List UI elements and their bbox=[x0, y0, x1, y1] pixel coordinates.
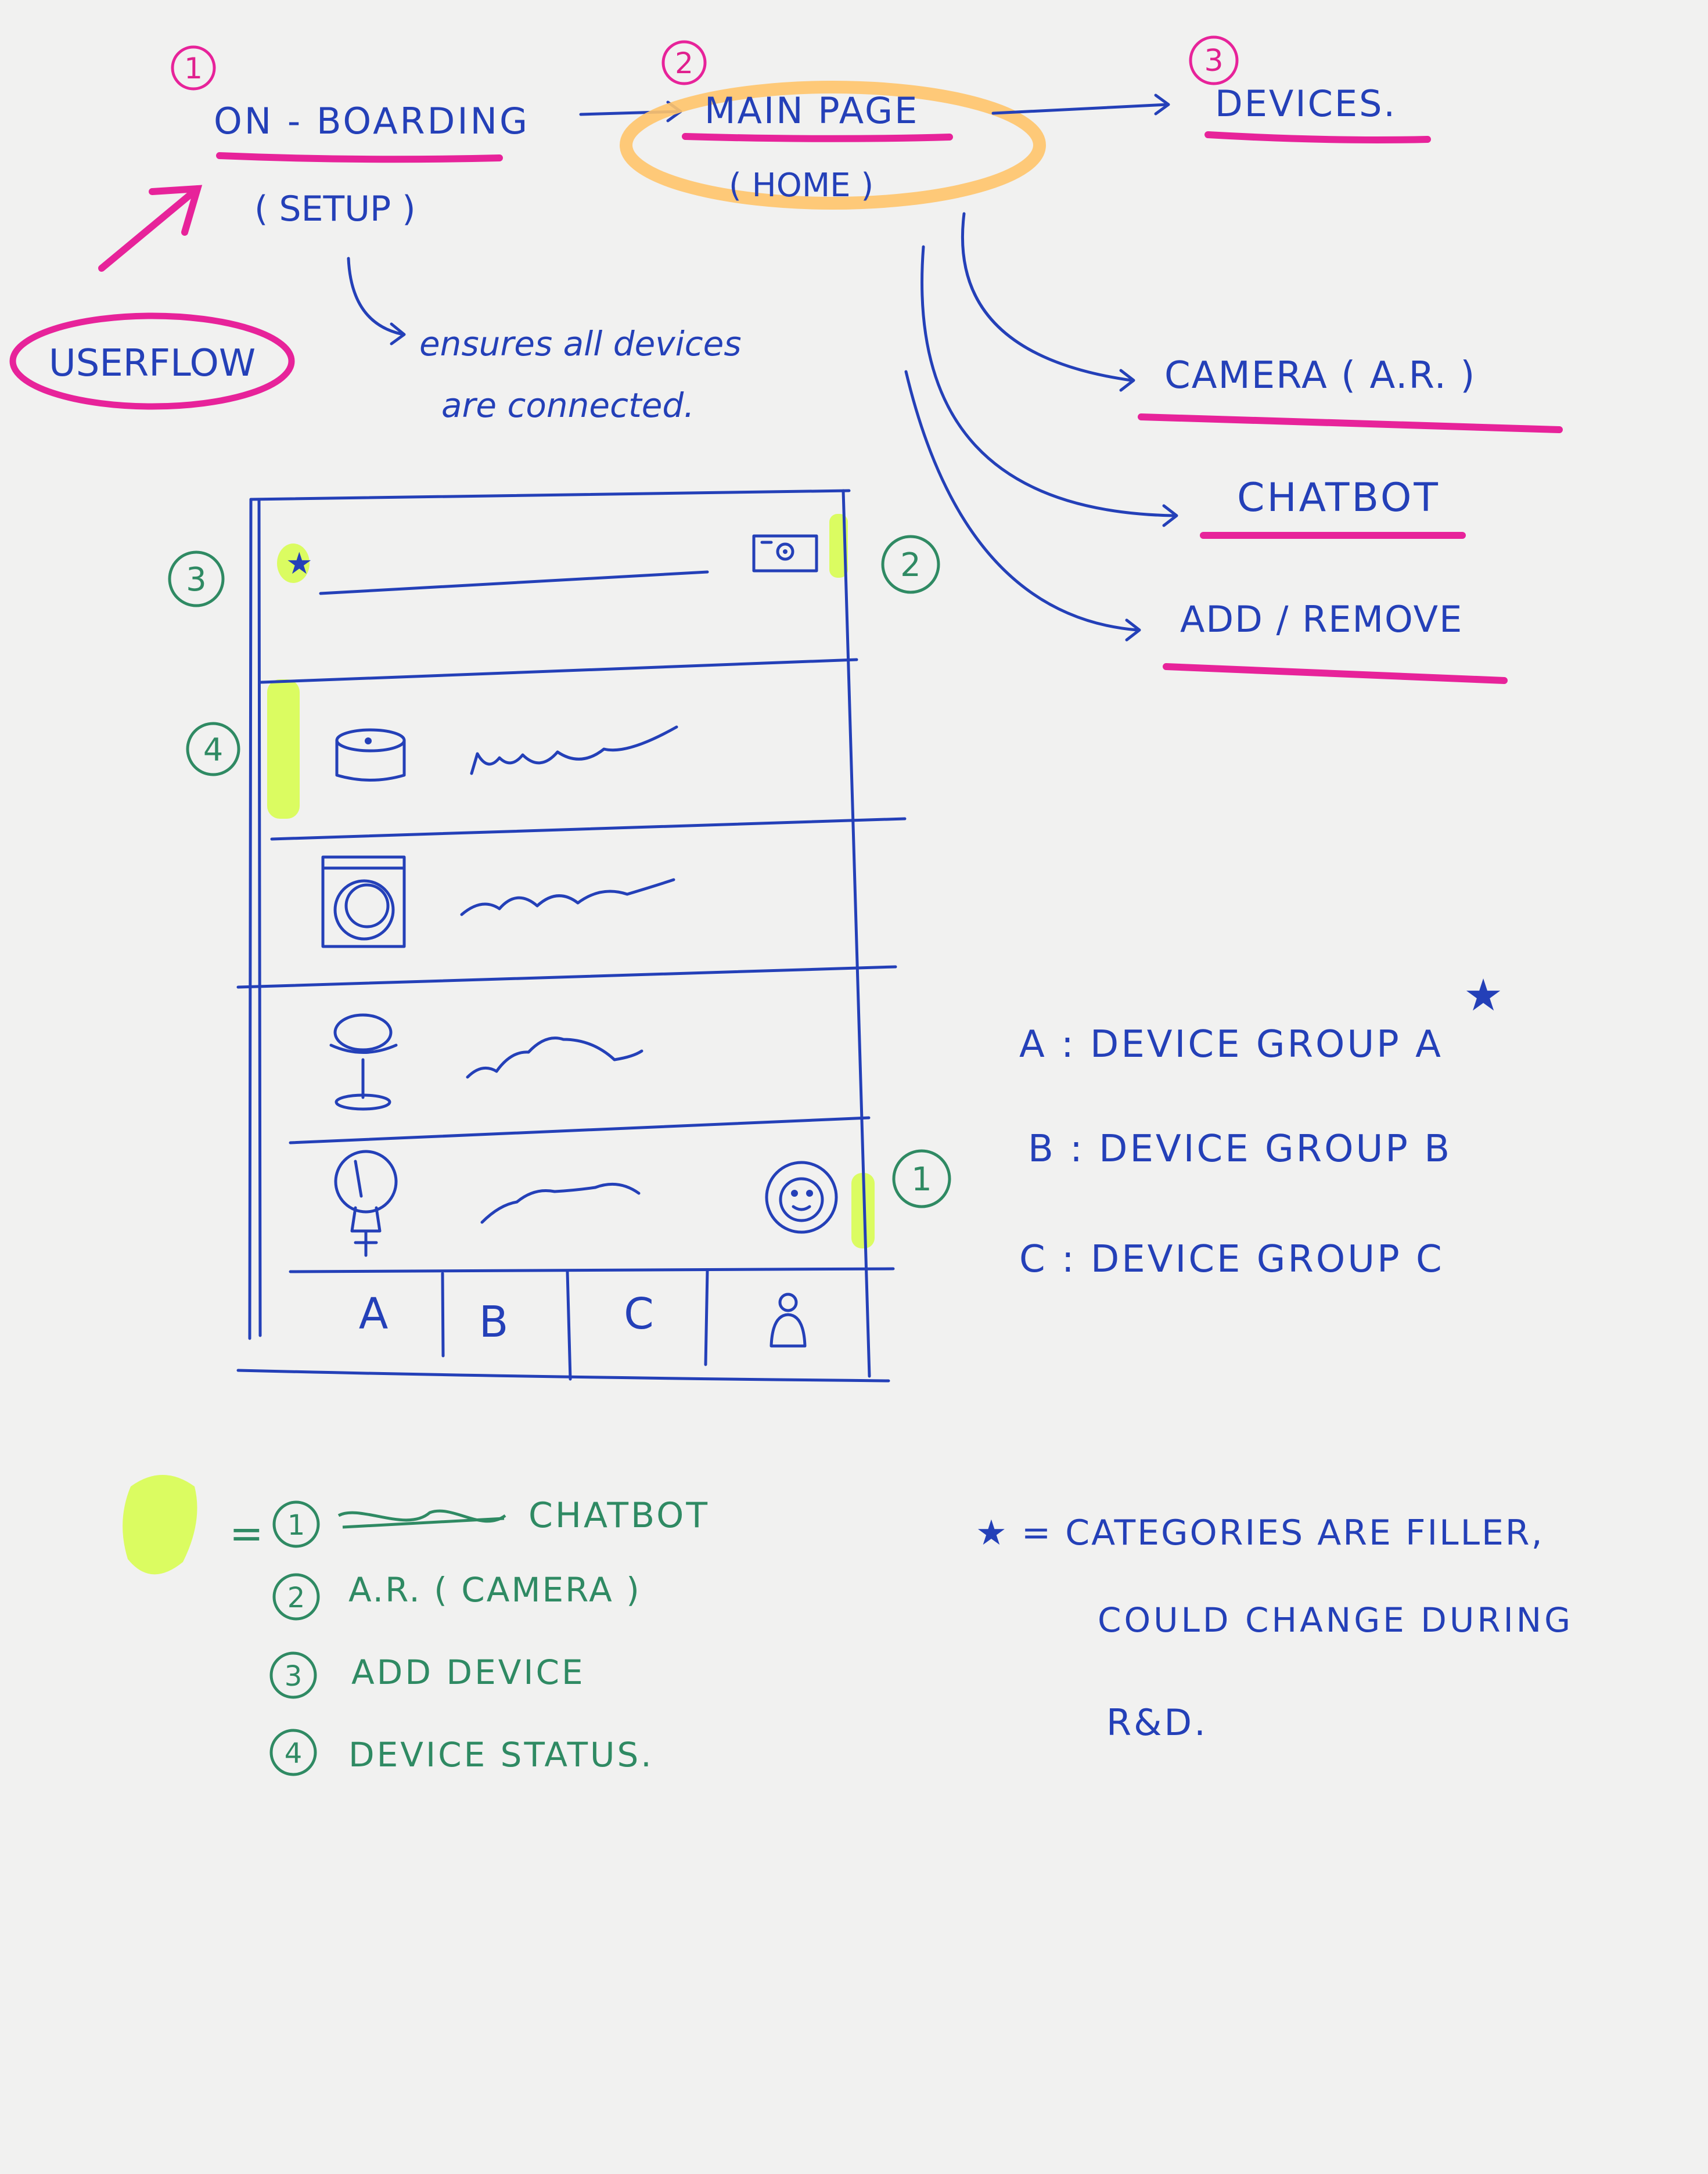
device-status-squiggle bbox=[462, 880, 674, 915]
group-c-line: C : DEVICE GROUP C bbox=[1019, 1238, 1444, 1281]
legend-num-2: 2 bbox=[287, 1582, 305, 1614]
step2-number: 2 bbox=[675, 46, 693, 80]
note-line1: ★ = CATEGORIES ARE FILLER, bbox=[976, 1513, 1544, 1553]
step1-title: ON - BOARDING bbox=[214, 100, 530, 142]
tab-profile-icon[interactable] bbox=[771, 1294, 805, 1346]
device-row[interactable] bbox=[331, 1015, 642, 1109]
phone-wireframe: ★ bbox=[170, 491, 950, 1381]
callout-1: 1 bbox=[911, 1161, 932, 1198]
washing-machine-icon bbox=[323, 857, 404, 946]
step2-subtitle: ( HOME ) bbox=[729, 167, 873, 204]
device-row[interactable] bbox=[323, 857, 674, 946]
branch-add-remove: ADD / REMOVE bbox=[1180, 598, 1463, 640]
group-b-line: B : DEVICE GROUP B bbox=[1028, 1128, 1452, 1171]
filler-note: ★ = CATEGORIES ARE FILLER, COULD CHANGE … bbox=[976, 1513, 1573, 1744]
device-status-squiggle bbox=[472, 727, 677, 773]
ensures-line1: ensures all devices bbox=[419, 324, 742, 363]
lamp-icon bbox=[331, 1015, 396, 1109]
legend-num-4: 4 bbox=[285, 1737, 303, 1770]
ensures-line2: are connected. bbox=[441, 386, 695, 425]
device-row[interactable] bbox=[336, 1151, 836, 1255]
filler-star: ★ bbox=[1464, 969, 1503, 1021]
legend-num-3: 3 bbox=[285, 1660, 303, 1693]
userflow-label: USERFLOW bbox=[49, 342, 256, 385]
device-status-squiggle bbox=[468, 1038, 642, 1077]
device-group-key: A : DEVICE GROUP A ★ B : DEVICE GROUP B … bbox=[1019, 969, 1503, 1281]
tab-group-c[interactable]: C bbox=[624, 1289, 654, 1339]
legend-num-1: 1 bbox=[287, 1509, 305, 1542]
step1-number: 1 bbox=[184, 52, 203, 85]
light-bulb-icon bbox=[336, 1151, 396, 1255]
branch-camera: CAMERA ( A.R. ) bbox=[1164, 354, 1476, 397]
note-line2: COULD CHANGE DURING bbox=[1098, 1600, 1573, 1640]
step1-subtitle: ( SETUP ) bbox=[254, 189, 416, 229]
branch-chatbot: CHATBOT bbox=[1237, 475, 1440, 521]
callout-4: 4 bbox=[203, 732, 223, 768]
legend-text-2: A.R. ( CAMERA ) bbox=[348, 1570, 641, 1610]
group-a-line: A : DEVICE GROUP A bbox=[1019, 1023, 1443, 1066]
step3-number: 3 bbox=[1204, 44, 1223, 78]
highlight-legend: = 1 CHATBOT 2 A.R. ( CAMERA ) 3 ADD DEVI… bbox=[123, 1475, 710, 1775]
header-camera-icon[interactable] bbox=[754, 536, 817, 571]
legend-text-4: DEVICE STATUS. bbox=[348, 1735, 654, 1775]
header-star-add[interactable]: ★ bbox=[286, 546, 313, 581]
tab-group-b[interactable]: B bbox=[479, 1297, 509, 1347]
note-line3: R&D. bbox=[1106, 1701, 1208, 1744]
highlighter-swatch bbox=[123, 1475, 197, 1574]
step2-title: MAIN PAGE bbox=[704, 89, 919, 132]
device-row[interactable] bbox=[337, 727, 677, 780]
legend-text-1: CHATBOT bbox=[528, 1495, 710, 1536]
device-status-squiggle bbox=[482, 1184, 639, 1222]
main-page-branches: CAMERA ( A.R. ) CHATBOT ADD / REMOVE bbox=[906, 214, 1559, 681]
speaker-icon bbox=[337, 730, 404, 780]
callout-2: 2 bbox=[900, 546, 921, 584]
chatbot-avatar-icon[interactable] bbox=[767, 1162, 836, 1232]
tab-group-a[interactable]: A bbox=[359, 1289, 389, 1339]
legend-equals: = bbox=[229, 1510, 264, 1557]
step3-title: DEVICES. bbox=[1215, 82, 1397, 125]
legend-text-3: ADD DEVICE bbox=[351, 1653, 585, 1692]
callout-3: 3 bbox=[186, 561, 207, 599]
